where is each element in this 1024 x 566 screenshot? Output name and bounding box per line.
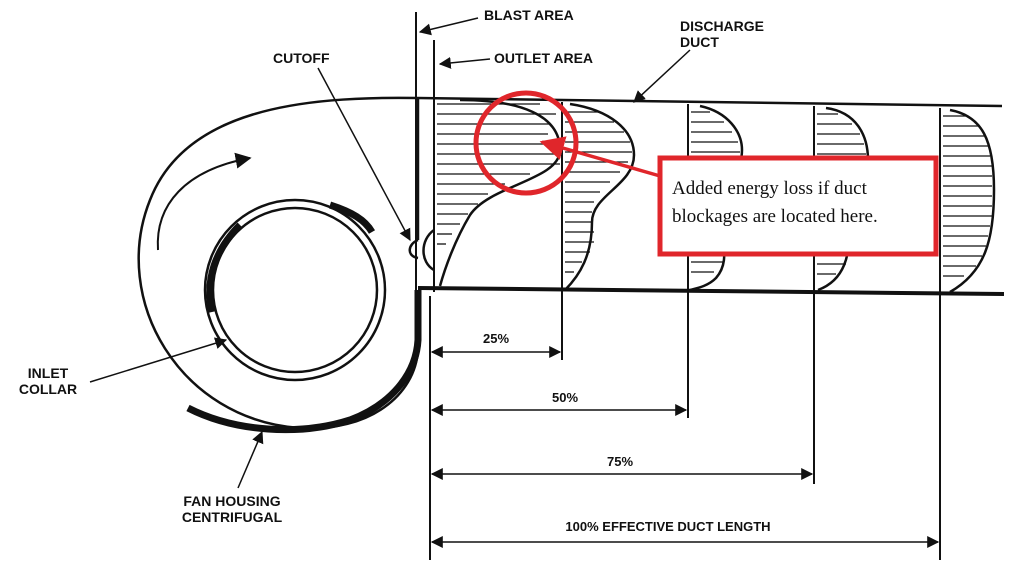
callout-text-line1: Added energy loss if duct [672,178,868,199]
callout-box [657,155,939,257]
dimension-75-label: 75% [607,454,633,469]
discharge-duct [415,12,1005,296]
callout-text-line2: blockages are located here. [672,206,878,227]
velocity-profile-outlet [422,98,562,287]
fan-housing [137,96,422,434]
outlet-area-label: OUTLET AREA [494,50,593,66]
blast-area-label: BLAST AREA [484,7,574,23]
fan-housing-label-line2: CENTRIFUGAL [182,509,283,525]
inlet-collar-label-line1: INLET [28,365,69,381]
velocity-profile-50 [687,104,744,418]
cutoff-label: CUTOFF [273,50,330,66]
dimension-100-label: 100% EFFECTIVE DUCT LENGTH [565,519,770,534]
discharge-duct-label-line1: DISCHARGE [680,18,764,34]
cutoff-leader [317,67,411,242]
velocity-profile-100 [939,108,996,560]
outlet-area-leader [438,56,491,69]
rotation-arrow [156,152,252,251]
blast-area-leader [418,17,479,36]
inlet-collar [203,198,387,382]
velocity-profile-25 [561,102,636,360]
discharge-duct-label-line2: DUCT [680,34,719,50]
highlight-circle [473,90,579,196]
fan-housing-leader [237,430,264,489]
inlet-collar-leader [89,337,228,383]
callout-arrow [539,136,661,178]
fan-housing-label-line1: FAN HOUSING [183,493,280,509]
dimension-25-label: 25% [483,331,509,346]
dimension-lines [429,296,940,560]
discharge-duct-leader [633,49,691,103]
dimension-50-label: 50% [552,390,578,405]
blockage-annotation: Added energy loss if duct blockages are … [473,90,939,257]
inlet-collar-label-line2: COLLAR [19,381,77,397]
